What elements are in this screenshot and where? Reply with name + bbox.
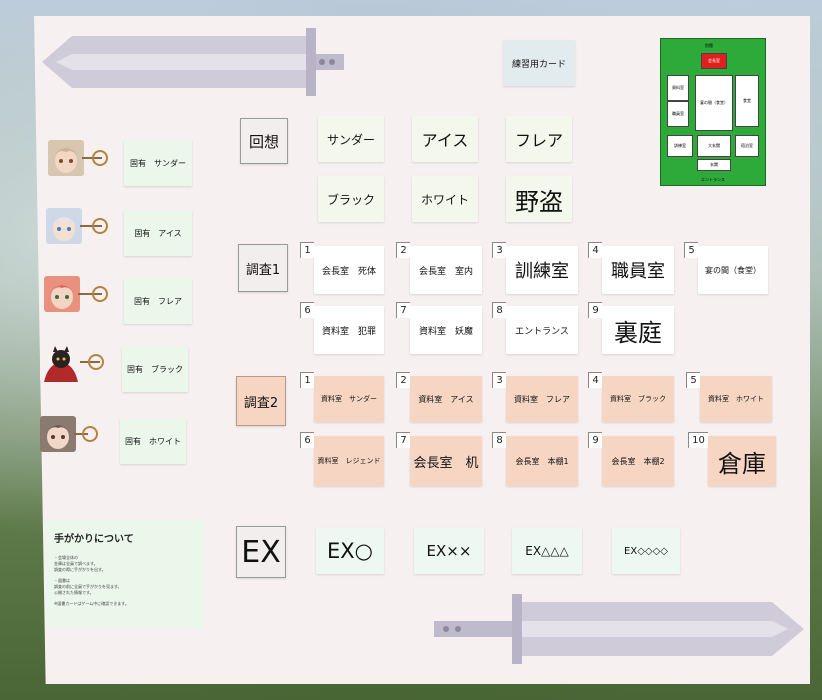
portrait-ice [46,208,82,244]
chosa2-card-6[interactable]: 資料室 レジェンド [314,436,384,486]
chosa1-card-7[interactable]: 資料室 妖魔 [410,306,482,354]
ex-card-cross[interactable]: EX×× [414,528,484,574]
chosa2-num-8: 8 [492,432,506,448]
chosa2-num-2: 2 [396,372,410,388]
hint-line: ・会場全体の [54,555,78,560]
map-room-entrance: 玄関 [697,159,731,171]
kaiso-card-bandit[interactable]: 野盗 [506,176,572,222]
map-bottom-label: エントランス [701,177,725,182]
ex-card-triangle[interactable]: EX△△△ [512,528,582,574]
chosa2-card-9[interactable]: 会長室 本棚2 [602,436,674,486]
hint-panel: 手がかりについて ・会場全体の 金庫は全員で調べます。 調査の際に手がかりを出す… [46,520,204,628]
chosa1-num-7: 7 [396,302,410,318]
chosa2-num-4: 4 [588,372,602,388]
chosa1-card-5[interactable]: 宴の間（食堂） [698,246,768,294]
chosa2-num-3: 3 [492,372,506,388]
section-label-kaiso: 回想 [240,118,288,164]
chosa1-num-5: 5 [684,242,698,258]
character-card-thunder[interactable]: 固有 サンダー [124,140,192,186]
kaiso-card-ice[interactable]: アイス [412,116,478,162]
portrait-flare [44,276,80,312]
chosa1-card-8[interactable]: エントランス [506,306,578,354]
chosa1-num-2: 2 [396,242,410,258]
portrait-white [40,416,76,452]
chosa1-num-3: 3 [492,242,506,258]
ring-icon [88,354,104,370]
ex-card-circle[interactable]: EX○ [316,528,384,574]
chosa2-card-7[interactable]: 会長室 机 [410,436,482,486]
map-room-training: 訓練室 [667,135,693,157]
chosa2-num-9: 9 [588,432,602,448]
section-label-chosa1: 調査1 [238,244,288,292]
portrait-black [40,346,82,382]
chosa1-card-2[interactable]: 会長室 室内 [410,246,482,294]
chosa2-num-7: 7 [396,432,410,448]
map-room-hall: 大玄関 [697,135,731,157]
chosa2-num-10: 10 [688,432,708,448]
kaiso-card-white[interactable]: ホワイト [412,176,478,222]
chosa2-card-5[interactable]: 資料室 ホワイト [700,376,772,422]
practice-card[interactable]: 練習用カード [503,40,575,86]
section-label-chosa2: 調査2 [236,376,286,426]
chosa2-num-6: 6 [300,432,314,448]
chosa2-card-4[interactable]: 資料室 ブラック [602,376,674,422]
chosa1-card-1[interactable]: 会長室 死体 [314,246,384,294]
chosa2-card-2[interactable]: 資料室 アイス [410,376,482,422]
chosa1-num-6: 6 [300,302,314,318]
hint-line: ・図書は [54,578,70,583]
character-card-ice[interactable]: 固有 アイス [124,210,192,256]
character-card-black[interactable]: 固有 ブラック [122,346,188,392]
map-room-president: 会長室 [701,53,727,69]
map-room-guest: 宿泊室 [735,135,759,157]
chosa2-num-1: 1 [300,372,314,388]
mansion-map[interactable]: 別館 会長室 資料室 職員室 宴の間（食堂） 食堂 訓練室 大玄関 宿泊室 玄関… [660,38,766,186]
ring-icon [92,286,108,302]
connector-line [74,433,88,435]
kaiso-card-thunder[interactable]: サンダー [318,116,384,162]
chosa1-card-4[interactable]: 職員室 [602,246,674,294]
chosa1-num-9: 9 [588,302,602,318]
chosa2-card-3[interactable]: 資料室 フレア [506,376,578,422]
chosa1-card-9[interactable]: 裏庭 [602,306,674,354]
chosa2-card-8[interactable]: 会長室 本棚1 [506,436,578,486]
connector-line [80,225,102,227]
section-label-ex: EX [236,526,286,578]
hint-line: 公開された情報です。 [54,590,94,595]
chosa2-card-10[interactable]: 倉庫 [708,436,776,486]
sword-bottom-icon [434,594,804,664]
ex-card-diamond[interactable]: EX◇◇◇◇ [612,528,680,574]
chosa1-card-6[interactable]: 資料室 犯罪 [314,306,384,354]
hint-line: 調査の際に手がかりを出す。 [54,567,106,572]
hint-title: 手がかりについて [54,534,134,545]
character-card-white[interactable]: 固有 ホワイト [120,418,186,464]
connector-line [78,293,102,295]
chosa2-num-5: 5 [686,372,700,388]
chosa1-card-3[interactable]: 訓練室 [506,246,578,294]
chosa1-num-1: 1 [300,242,314,258]
sword-top-icon [42,28,344,96]
map-room-staff: 職員室 [667,101,689,127]
hint-line: 金庫は全員で調べます。 [54,561,98,566]
map-top-label: 別館 [705,43,713,48]
map-room-dining: 食堂 [735,75,759,127]
kaiso-card-flare[interactable]: フレア [506,116,572,162]
chosa1-num-4: 4 [588,242,602,258]
character-card-flare[interactable]: 固有 フレア [124,278,192,324]
hint-line: ※図書カードはゲーム中に確認できます。 [54,601,129,606]
chosa1-num-8: 8 [492,302,506,318]
map-room-center: 宴の間（食堂） [695,75,733,131]
map-room-archive: 資料室 [667,75,689,101]
portrait-thunder [48,140,84,176]
hint-line: 調査の前に全員で手がかりを見ます。 [54,584,122,589]
ring-icon [92,150,108,166]
ring-icon [82,426,98,442]
kaiso-card-black[interactable]: ブラック [318,176,384,222]
chosa2-card-1[interactable]: 資料室 サンダー [314,376,384,422]
ring-icon [92,218,108,234]
